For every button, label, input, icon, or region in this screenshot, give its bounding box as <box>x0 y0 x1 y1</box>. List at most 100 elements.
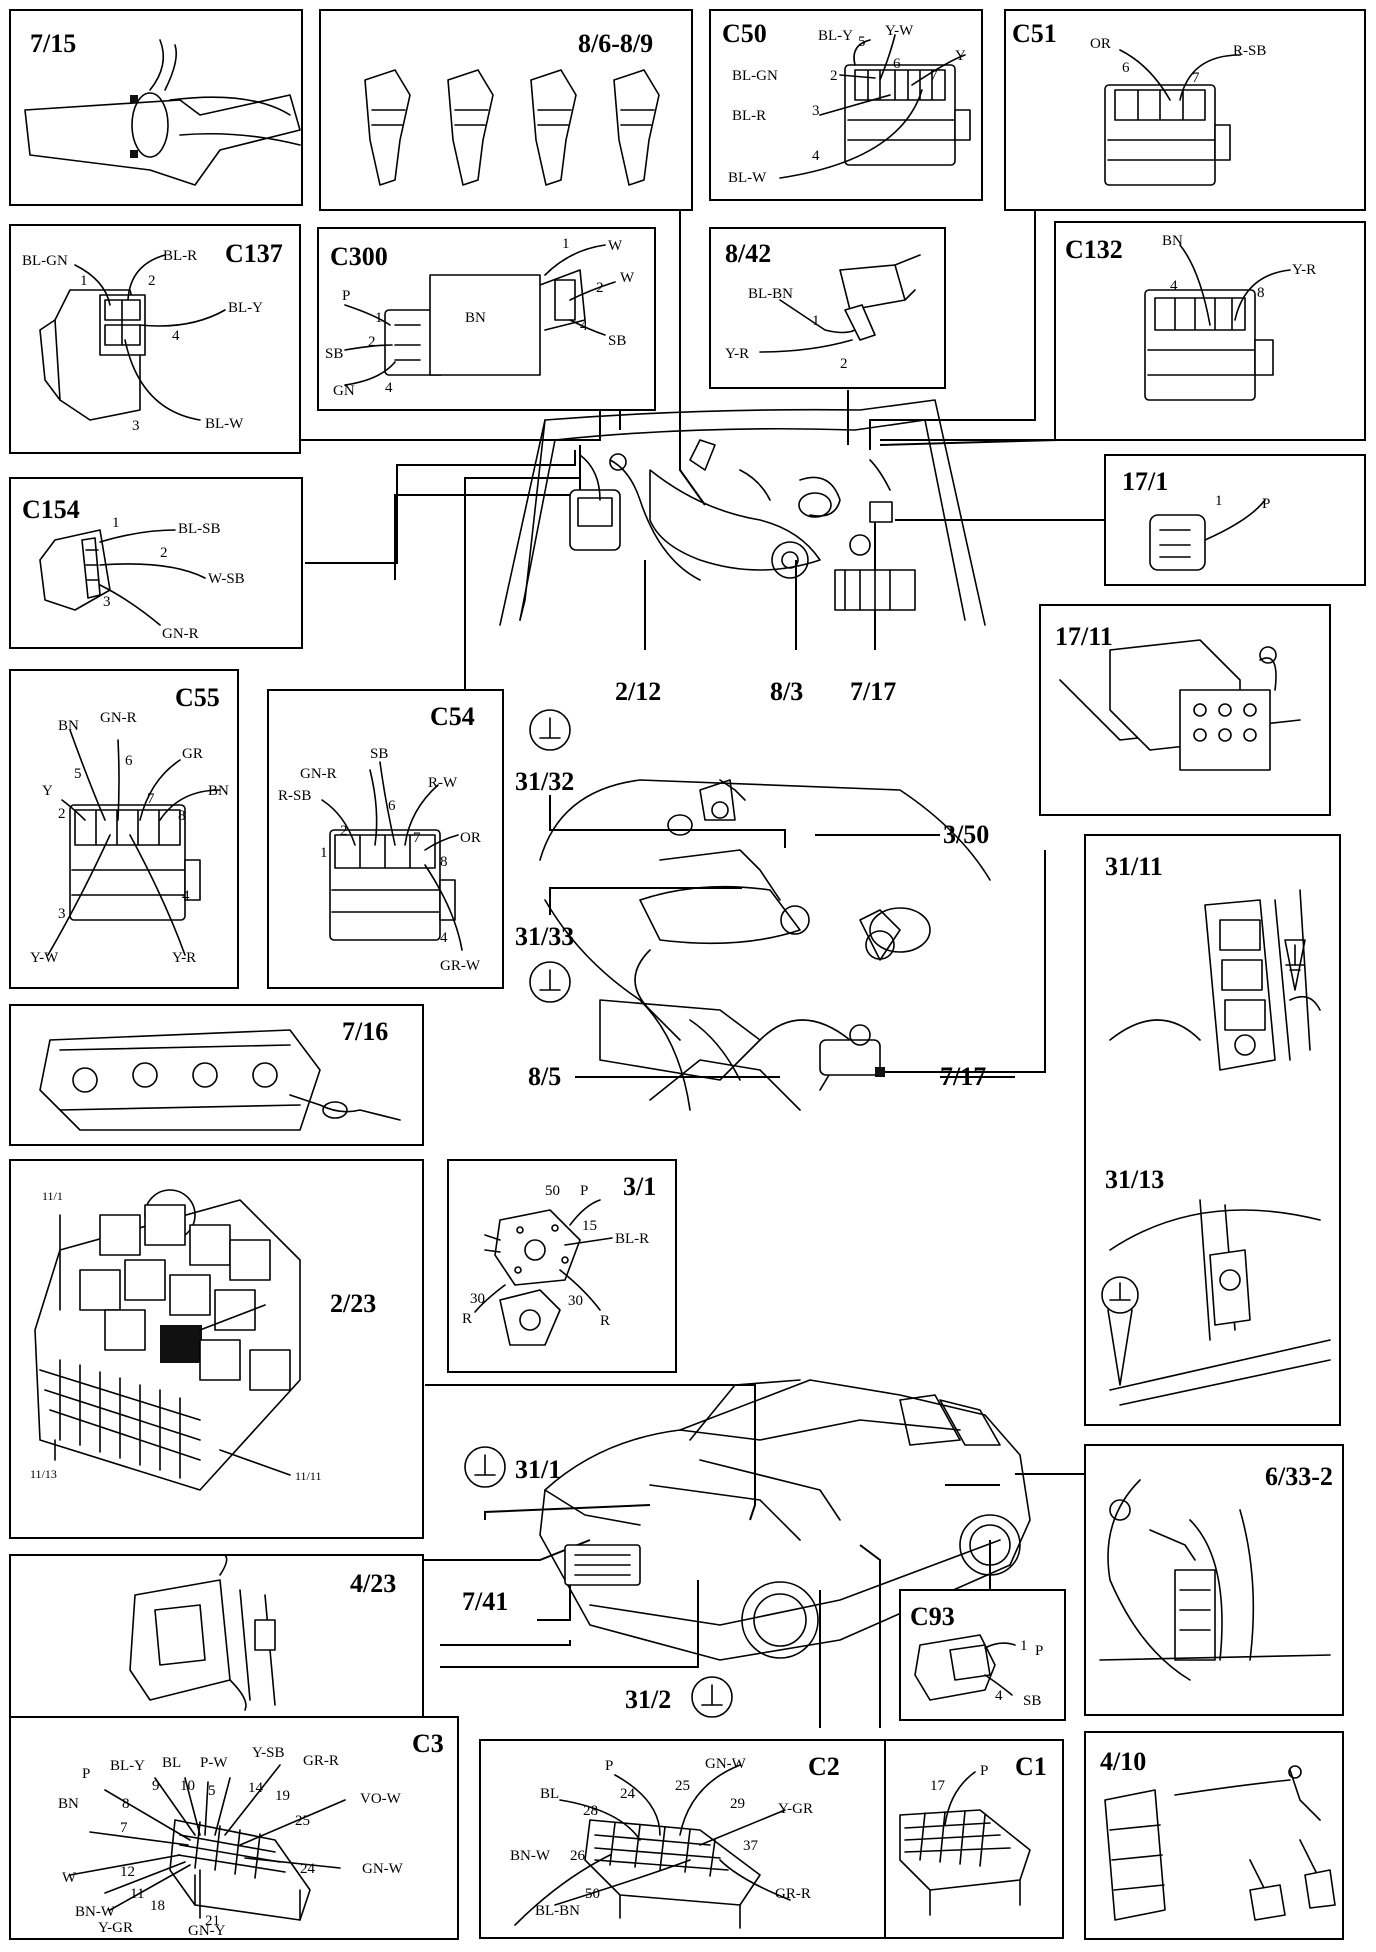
wire-label: Y-R <box>1292 262 1316 278</box>
callout-label: 31/2 <box>625 1685 671 1714</box>
wire-label: OR <box>460 830 481 846</box>
wire-label: GN-W <box>362 1861 404 1877</box>
pin-number: 7 <box>120 1820 128 1836</box>
pin-number: 1 <box>80 273 88 289</box>
wire-label: BN-W <box>75 1904 116 1920</box>
pin-number: 1 <box>375 310 383 326</box>
pin-number: 29 <box>730 1796 745 1812</box>
pin-number: 8 <box>440 854 448 870</box>
panel-3-1: 3/1 50 P 15 BL-R 30 R 30 R <box>447 1159 677 1373</box>
pin-number: 50 <box>585 1886 600 1902</box>
panel-title: 4/10 <box>1100 1747 1146 1776</box>
pin-number: 9 <box>152 1778 160 1794</box>
panel-title: C154 <box>22 495 80 524</box>
ground-symbol-icon <box>529 961 571 1003</box>
engine-callouts: 2/12 8/3 7/17 <box>615 677 896 706</box>
pin-number: 11 <box>130 1886 144 1902</box>
pin-number: 50 <box>545 1183 560 1199</box>
pin-number: 1 <box>812 313 820 329</box>
panel-title: 6/33-2 <box>1265 1462 1333 1491</box>
pin-number: 19 <box>275 1788 290 1804</box>
connector-c93: C93 1 P 4 SB <box>899 1589 1066 1721</box>
pin-number: 1 <box>320 845 328 861</box>
fuse-label: 11/13 <box>30 1467 57 1481</box>
panel-title: C137 <box>225 239 283 268</box>
wire-label: R-SB <box>1233 43 1266 59</box>
pin-number: 4 <box>580 318 588 334</box>
wire-label: P <box>342 288 350 304</box>
connector-c50: C50 BL-Y 5 Y-W 6 BL-GN 2 Y 7 BL-R 3 BL-W… <box>709 9 983 201</box>
pin-number: 5 <box>74 766 82 782</box>
wire-label: SB <box>370 746 388 762</box>
pin-number: 25 <box>295 1813 310 1829</box>
pin-number: 37 <box>743 1838 759 1854</box>
panel-title: 4/23 <box>350 1569 396 1598</box>
wire-label: BL <box>540 1786 559 1802</box>
ground-symbol-icon <box>464 1446 506 1488</box>
engine-bay-illustration <box>499 399 986 626</box>
pin-number: 2 <box>160 545 168 561</box>
panel-title: C50 <box>722 19 767 48</box>
wire-label: R-W <box>428 775 458 791</box>
wire-label: BN <box>58 1796 79 1812</box>
pin-number: 2 <box>340 823 348 839</box>
pin-number: 10 <box>180 1778 195 1794</box>
panel-7-16: 7/16 <box>9 1004 424 1146</box>
wire-label: P <box>605 1758 613 1774</box>
callout-label: 2/12 <box>615 677 661 706</box>
wire-label: BL-R <box>615 1231 649 1247</box>
panel-17-1: 17/1 P 1 <box>1104 454 1366 586</box>
wire-label: P <box>82 1766 90 1782</box>
wire-label: BL-BN <box>748 286 793 302</box>
wire-label: GN <box>333 383 355 399</box>
pin-number: 4 <box>182 888 190 904</box>
car-callouts: 31/1 7/41 31/2 <box>462 1446 733 1718</box>
connector-c55: C55 BN 5 GN-R 6 GR 7 Y 2 BN 8 Y-W 3 Y-R … <box>9 669 239 989</box>
panel-fusebox-2-23: 2/23 11/1 11/13 11/11 <box>9 1159 424 1539</box>
wire-label: BL-Y <box>228 300 263 316</box>
pin-number: 30 <box>568 1293 583 1309</box>
engine-detail-illustration <box>539 779 991 1111</box>
wire-label: GN-R <box>100 710 137 726</box>
pin-number: 4 <box>172 328 180 344</box>
panel-title: C2 <box>808 1752 840 1781</box>
callout-label: 3/50 <box>943 820 989 849</box>
pin-number: 15 <box>582 1218 597 1234</box>
pin-number: 7 <box>413 830 421 846</box>
pin-number: 3 <box>58 906 66 922</box>
callout-label: 31/1 <box>515 1455 561 1484</box>
wire-label: Y-W <box>30 950 59 966</box>
wire-label: BN-W <box>510 1848 551 1864</box>
panel-31-11: 31/11 31/13 <box>1084 834 1341 1426</box>
wire-label: P <box>980 1763 988 1779</box>
pin-number: 1 <box>112 515 120 531</box>
panel-8-6-8-9: 8/6-8/9 <box>319 9 693 211</box>
wire-label: Y-SB <box>252 1745 285 1761</box>
pin-number: 2 <box>368 334 376 350</box>
pin-number: 2 <box>830 68 838 84</box>
wire-label: SB <box>1023 1693 1041 1709</box>
car-illustration <box>539 1379 1031 1661</box>
wire-label: GN-R <box>300 766 337 782</box>
wire-label: GR <box>182 746 203 762</box>
pin-number: 2 <box>840 356 848 372</box>
pin-number: 6 <box>893 56 901 72</box>
panel-title: C51 <box>1012 19 1057 48</box>
wire-label: W-SB <box>208 571 245 587</box>
wire-label: SB <box>608 333 626 349</box>
connector-c2: C2 P 24 GN-W 25 BL 28 Y-GR 29 BN-W 26 GR… <box>479 1739 886 1939</box>
wire-label: W <box>62 1870 77 1886</box>
connector-c137: C137 BL-GN 1 BL-R 2 BL-Y 4 BL-W 3 <box>9 224 301 454</box>
pin-number: 4 <box>385 380 393 396</box>
ground-symbol-icon <box>529 709 571 751</box>
callout-label: 8/3 <box>770 677 803 706</box>
panel-4-23: 4/23 <box>9 1554 424 1731</box>
panel-title: 17/11 <box>1055 622 1113 651</box>
wire-label: BL-Y <box>110 1758 145 1774</box>
pin-number: 21 <box>205 1913 220 1929</box>
pin-number: 4 <box>1170 278 1178 294</box>
callout-label: 2/23 <box>330 1289 376 1318</box>
ground-symbol-icon <box>1101 1276 1139 1386</box>
connector-c154: C154 BL-SB 1 W-SB 2 GN-R 3 <box>9 477 303 649</box>
pin-number: 2 <box>148 273 156 289</box>
